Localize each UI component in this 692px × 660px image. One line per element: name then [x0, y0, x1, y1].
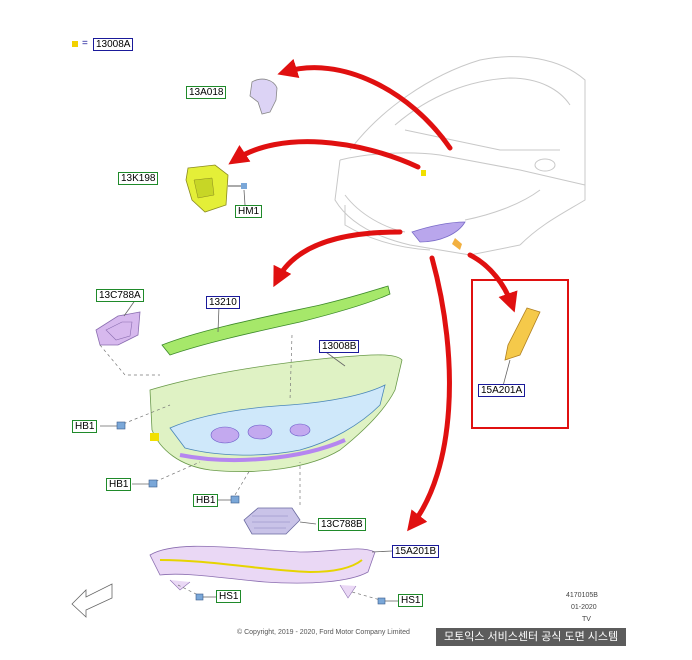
- detail-highlight-box: [471, 279, 569, 429]
- callout-HB1-middle[interactable]: HB1: [106, 478, 132, 491]
- dashed-guide-lines: [99, 334, 385, 602]
- callout-HS1-left[interactable]: HS1: [216, 590, 242, 603]
- part-13C788B: [243, 507, 301, 535]
- part-13210: [161, 285, 391, 356]
- callout-15A201B[interactable]: 15A201B: [392, 545, 440, 558]
- callout-13C788A[interactable]: 13C788A: [96, 289, 144, 302]
- callout-HB1-lower[interactable]: HB1: [193, 494, 219, 507]
- part-13C788A: [95, 311, 141, 346]
- part-13K198: [185, 164, 247, 213]
- arrow-to-13A018: [277, 58, 453, 151]
- callout-13A018[interactable]: 13A018: [186, 86, 227, 99]
- diagram-date: 01-2020: [571, 604, 597, 611]
- arrow-to-13K198: [228, 139, 421, 170]
- red-arrows: [228, 58, 518, 532]
- watermark-banner: 모토익스 서비스센터 공식 도면 시스템: [436, 628, 627, 646]
- callout-HB1-upper[interactable]: HB1: [72, 420, 98, 433]
- vehicle-sensor-highlight: [421, 170, 426, 176]
- callout-13210[interactable]: 13210: [206, 296, 240, 309]
- part-15A201A: [504, 307, 541, 361]
- legend-color-swatch: [72, 41, 78, 47]
- part-13008B-headlamp: [149, 354, 403, 472]
- part-15A201B: [149, 545, 376, 599]
- copyright-notice: © Copyright, 2019 - 2020, Ford Motor Com…: [237, 629, 410, 636]
- fasteners: [116, 421, 386, 605]
- legend-equals: =: [82, 38, 88, 49]
- arrow-to-15A201A: [467, 252, 518, 313]
- part-13A018: [249, 78, 278, 115]
- callout-13008B[interactable]: 13008B: [319, 340, 360, 353]
- vehicle-headlamp-highlight: [411, 221, 466, 243]
- legend-ref-13008A[interactable]: 13008A: [93, 38, 134, 51]
- arrow-to-15A201B: [407, 255, 452, 532]
- callout-15A201A[interactable]: 15A201A: [478, 384, 526, 397]
- diagram-region: TV: [582, 616, 591, 623]
- callout-HM1[interactable]: HM1: [235, 205, 263, 218]
- diagram-code: 4170105B: [566, 592, 598, 599]
- vehicle-side-marker-highlight: [452, 238, 462, 250]
- direction-arrow-icon: [71, 583, 113, 618]
- callout-HS1-right[interactable]: HS1: [398, 594, 424, 607]
- callout-13C788B[interactable]: 13C788B: [318, 518, 366, 531]
- arrow-to-headlamp-assembly: [273, 229, 403, 288]
- callout-13K198[interactable]: 13K198: [118, 172, 159, 185]
